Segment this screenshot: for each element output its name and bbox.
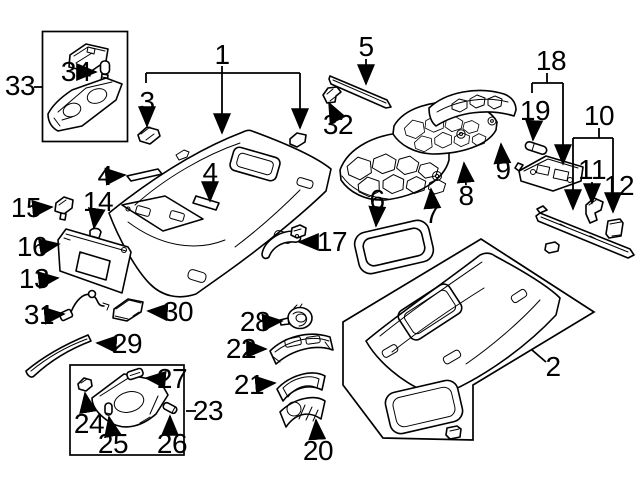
- part-label-12[interactable]: 12: [603, 170, 635, 201]
- part-12-clip: [605, 218, 624, 239]
- part-28-sensor: [279, 303, 313, 330]
- part-label-33[interactable]: 33: [4, 70, 36, 101]
- part-label-21[interactable]: 21: [233, 369, 265, 400]
- part-label-7[interactable]: 7: [424, 198, 440, 229]
- part-15-bracket: [54, 196, 74, 221]
- part-label-3[interactable]: 3: [139, 86, 155, 117]
- part-label-1[interactable]: 1: [214, 39, 230, 70]
- part-label-32[interactable]: 32: [322, 109, 354, 140]
- part-label-13[interactable]: 13: [18, 263, 50, 294]
- part-24-clip: [77, 377, 93, 392]
- part-32-clip: [322, 86, 342, 104]
- part-4-strip-a: [126, 168, 163, 182]
- part-label-30[interactable]: 30: [162, 296, 194, 327]
- detail-box-33: [41, 30, 129, 143]
- part-label-28[interactable]: 28: [239, 306, 271, 337]
- part-label-9[interactable]: 9: [495, 154, 511, 185]
- detail-box-23: [69, 364, 185, 456]
- part-label-24[interactable]: 24: [73, 408, 105, 439]
- part-label-23[interactable]: 23: [192, 395, 224, 426]
- part-label-10[interactable]: 10: [583, 100, 615, 131]
- part-20-lens: [279, 396, 326, 428]
- part-19-bulb: [524, 141, 548, 155]
- part-label-26[interactable]: 26: [156, 428, 188, 459]
- part-label-29[interactable]: 29: [111, 328, 143, 359]
- detail-outline-2: [342, 237, 596, 441]
- part-27-piece: [126, 367, 144, 381]
- part-22-panel: [269, 333, 334, 365]
- part-label-22[interactable]: 22: [225, 333, 257, 364]
- part-31-wiring: [58, 289, 110, 322]
- part-3-clip: [137, 126, 161, 145]
- part-1-headliner-front: [108, 129, 332, 298]
- part-label-2[interactable]: 2: [545, 351, 561, 382]
- part-label-4-2[interactable]: 4: [202, 157, 218, 188]
- part-label-6[interactable]: 6: [369, 184, 385, 215]
- part-label-5[interactable]: 5: [358, 31, 374, 62]
- sunroof-opening: [229, 146, 281, 182]
- rear-shade-panel: [384, 379, 464, 435]
- part-9-insulation-pad: [428, 89, 517, 127]
- part-label-4[interactable]: 4: [97, 160, 113, 191]
- callout-leaders: [31, 59, 622, 441]
- part-label-25[interactable]: 25: [97, 428, 129, 459]
- part-29-trim-strip: [25, 334, 92, 378]
- part-5-trim-strip: [328, 75, 392, 109]
- part-label-20[interactable]: 20: [302, 435, 334, 466]
- part-6-sunroof-frame: [353, 219, 435, 275]
- part-label-31[interactable]: 31: [23, 299, 55, 330]
- part-label-11[interactable]: 11: [577, 154, 607, 185]
- rear-sunroof-opening: [397, 283, 463, 341]
- part-10-rail: [535, 205, 635, 259]
- part-21-bezel: [276, 372, 326, 402]
- part-25-bulb: [104, 402, 113, 416]
- part-label-18[interactable]: 18: [535, 45, 567, 76]
- part-label-16[interactable]: 16: [16, 231, 48, 262]
- part-label-14[interactable]: 14: [82, 186, 114, 217]
- part-label-8[interactable]: 8: [458, 180, 474, 211]
- console-recess: [121, 195, 204, 232]
- part-2-headliner-rear: [342, 237, 596, 441]
- part-label-17[interactable]: 17: [316, 226, 348, 257]
- headliner-clip: [289, 132, 307, 148]
- part-26-bulb: [162, 401, 178, 415]
- part-label-27[interactable]: 27: [156, 363, 188, 394]
- console-lens: [47, 77, 123, 132]
- part-30-lamp: [112, 298, 144, 322]
- part-11-clip: [585, 197, 604, 224]
- part-label-19[interactable]: 19: [519, 95, 551, 126]
- part-label-15[interactable]: 15: [10, 192, 42, 223]
- part-label-34[interactable]: 34: [60, 56, 92, 87]
